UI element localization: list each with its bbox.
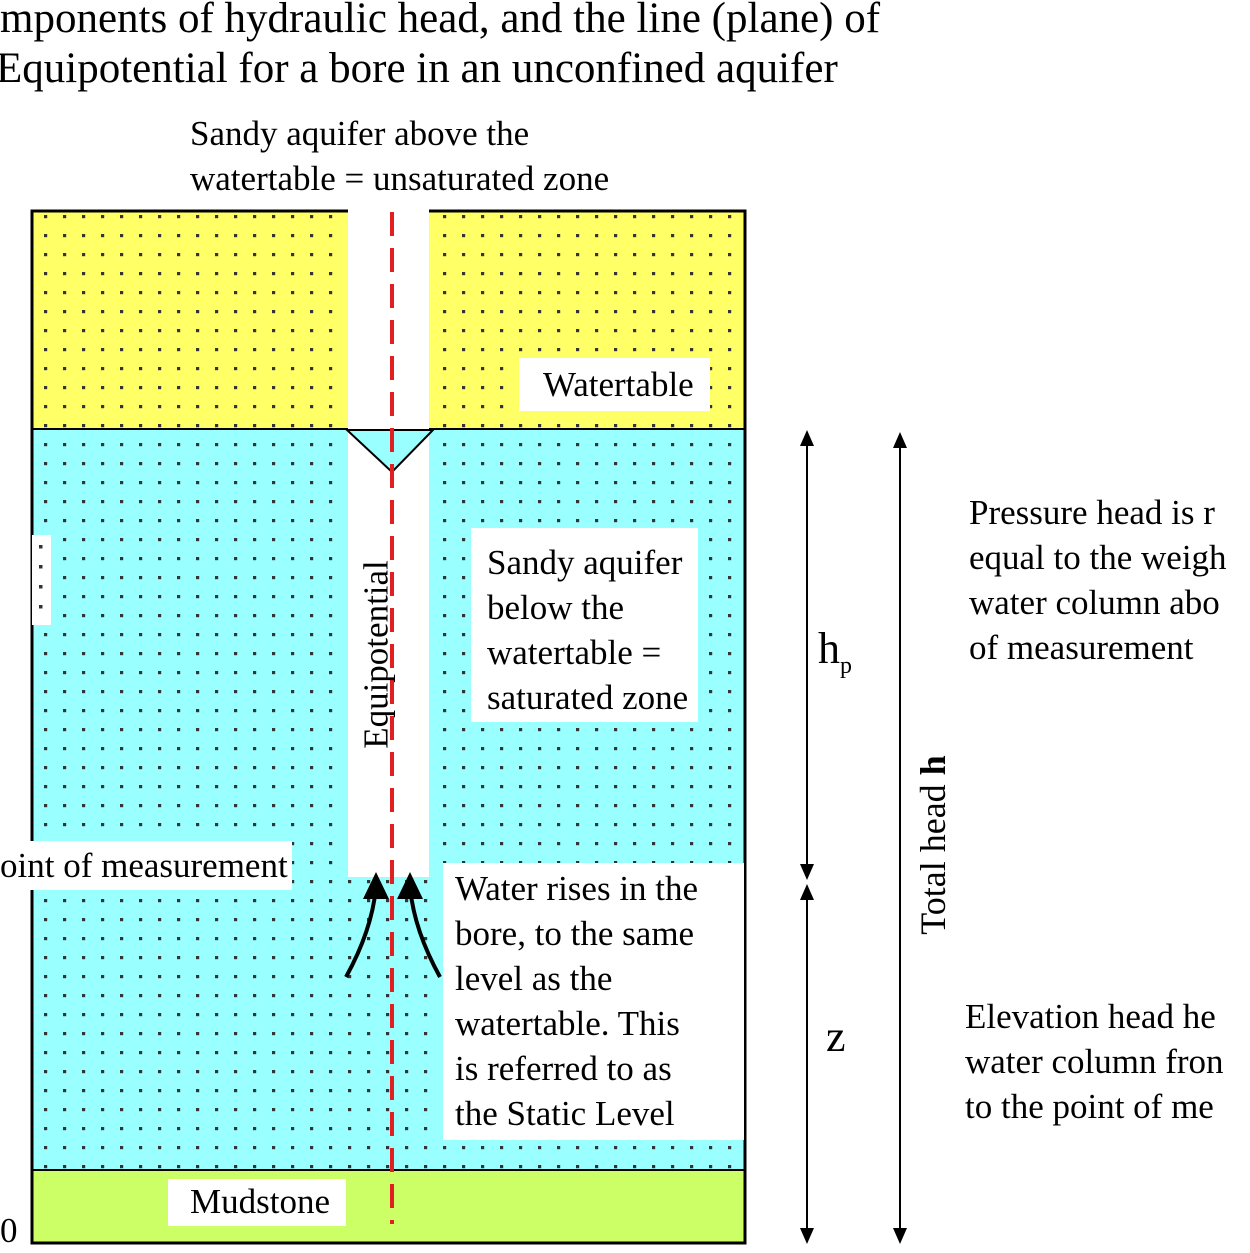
- hp-symbol: h: [818, 624, 840, 673]
- bore-casing: [348, 209, 429, 877]
- total-head-dimension-arrow: [893, 432, 907, 1244]
- pressure-head-description: Pressure head is r equal to the weigh wa…: [969, 493, 1227, 667]
- total-head-text: Total head: [913, 775, 953, 935]
- total-head-symbol: h: [913, 755, 953, 776]
- saturated-caption: Sandy aquifer below the watertable = sat…: [471, 528, 699, 722]
- hp-label: hp: [818, 624, 852, 691]
- equipotential-label: Equipotential: [356, 560, 396, 749]
- left-edge-marker: [32, 535, 51, 625]
- watertable-label: Watertable: [519, 358, 710, 411]
- mudstone-layer: [32, 1170, 745, 1243]
- hp-subscript: p: [840, 653, 852, 679]
- title-line-1: mponents of hydraulic head, and the line…: [0, 0, 881, 42]
- unsaturated-caption-line-2: watertable = unsaturated zone: [190, 159, 610, 198]
- total-head-label: Total head h: [911, 715, 955, 975]
- mudstone-label: Mudstone: [168, 1179, 346, 1226]
- elevation-head-description: Elevation head he water column fron to t…: [965, 997, 1224, 1126]
- title-line-2: Equipotential for a bore in an unconfine…: [0, 45, 838, 92]
- point-of-measurement-label: oint of measurement: [0, 841, 292, 890]
- z-label: z: [826, 1012, 846, 1061]
- static-level-caption: Water rises in the bore, to the same lev…: [443, 863, 744, 1140]
- z-dimension-arrow: [800, 884, 814, 1244]
- unsaturated-caption-line-1: Sandy aquifer above the: [190, 114, 530, 153]
- hp-dimension-arrow: [800, 430, 814, 880]
- datum-zero-label: 0: [0, 1211, 18, 1250]
